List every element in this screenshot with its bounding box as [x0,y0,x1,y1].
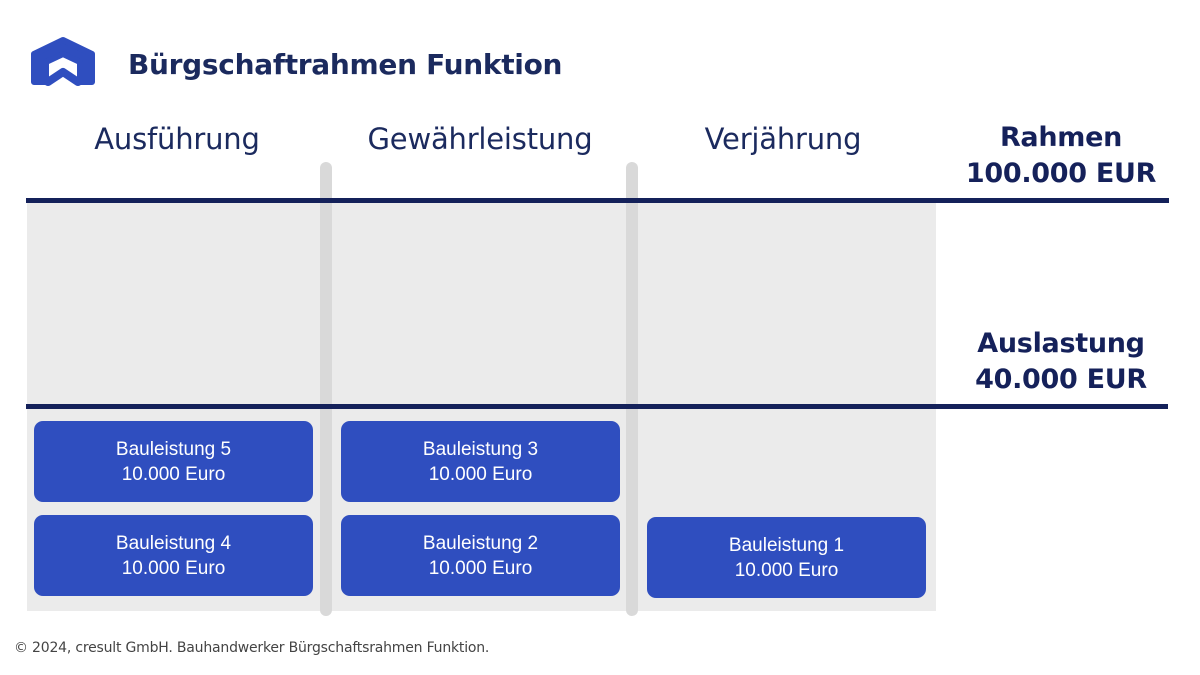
bauleistung-card: Bauleistung 4 10.000 Euro [34,515,313,596]
card-title: Bauleistung 3 [422,438,539,460]
card-amount: 10.000 Euro [428,463,533,485]
column-header-gewaehrleistung: Gewährleistung [367,122,593,156]
auslastung-value: 40.000 EUR [975,364,1147,395]
column-divider [320,162,332,616]
page-title: Bürgschaftrahmen Funktion [128,48,563,81]
card-amount: 10.000 Euro [121,463,226,485]
rahmen-value: 100.000 EUR [965,158,1157,189]
bauleistung-card: Bauleistung 5 10.000 Euro [34,421,313,502]
auslastung-line [26,404,1168,409]
card-amount: 10.000 Euro [121,557,226,579]
bauleistung-card: Bauleistung 2 10.000 Euro [341,515,620,596]
house-roof-icon [31,37,95,86]
footer-copyright: © 2024, cresult GmbH. Bauhandwerker Bürg… [14,640,490,656]
rahmen-label: Rahmen 100.000 EUR [946,120,1176,192]
column-divider [626,162,638,616]
rahmen-line [26,198,1169,203]
logo [26,32,100,90]
rahmen-title: Rahmen [999,122,1123,153]
card-amount: 10.000 Euro [428,557,533,579]
card-title: Bauleistung 2 [422,532,539,554]
card-amount: 10.000 Euro [734,559,839,581]
auslastung-title: Auslastung [977,328,1145,359]
bauleistung-card: Bauleistung 3 10.000 Euro [341,421,620,502]
bauleistung-card: Bauleistung 1 10.000 Euro [647,517,926,598]
auslastung-label: Auslastung 40.000 EUR [946,326,1176,398]
card-title: Bauleistung 1 [728,534,845,556]
card-title: Bauleistung 4 [115,532,232,554]
card-title: Bauleistung 5 [115,438,232,460]
column-header-ausfuehrung: Ausführung [94,122,260,156]
column-header-verjaehrung: Verjährung [704,122,862,156]
